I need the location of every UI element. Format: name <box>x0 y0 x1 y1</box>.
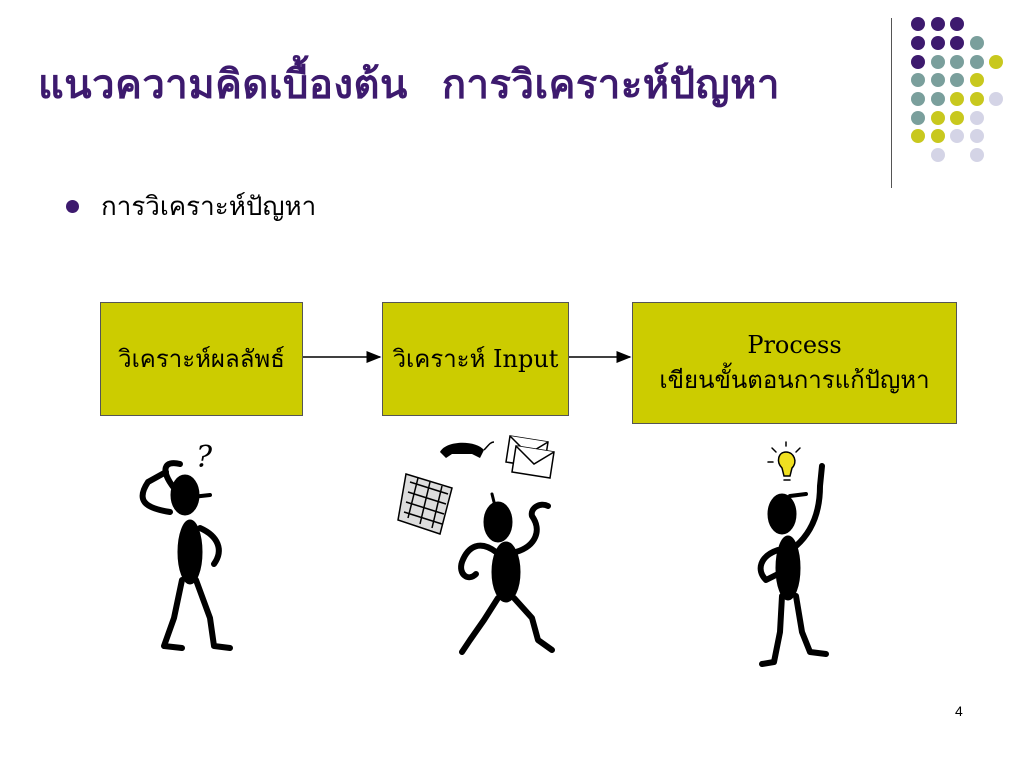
decorative-dot-grid <box>911 17 1003 162</box>
thinking-person-icon <box>139 460 233 651</box>
step-box-output-label: วิเคราะห์ผลลัพธ์ <box>118 344 285 373</box>
bullet-dot-icon <box>66 200 79 213</box>
title-part-1: แนวความคิดเบื้องต้น <box>38 61 408 108</box>
slide-title: แนวความคิดเบื้องต้น การวิเคราะห์ปัญหา <box>38 52 780 116</box>
step-box-output: วิเคราะห์ผลลัพธ์ <box>100 302 303 416</box>
telephone-icon <box>440 441 495 458</box>
bullet-item: การวิเคราะห์ปัญหา <box>66 186 316 227</box>
idea-person-icon <box>757 463 829 667</box>
lightbulb-icon <box>767 441 801 481</box>
juggling-person-icon <box>458 492 555 655</box>
step-box-input-label: วิเคราะห์ Input <box>392 344 559 373</box>
question-mark: ? <box>196 440 213 475</box>
step-box-process-title: Process <box>747 331 842 360</box>
page-number: 4 <box>955 703 963 719</box>
step-box-input: วิเคราะห์ Input <box>382 302 569 416</box>
vertical-divider <box>891 18 892 188</box>
envelopes-icon <box>505 435 555 479</box>
step-box-process: Process เขียนขั้นตอนการแก้ปัญหา <box>632 302 957 424</box>
keyboard-icon <box>397 473 453 535</box>
title-part-2: การวิเคราะห์ปัญหา <box>441 61 780 108</box>
step-box-process-label: เขียนขั้นตอนการแก้ปัญหา <box>659 366 930 394</box>
bullet-text: การวิเคราะห์ปัญหา <box>101 192 317 222</box>
